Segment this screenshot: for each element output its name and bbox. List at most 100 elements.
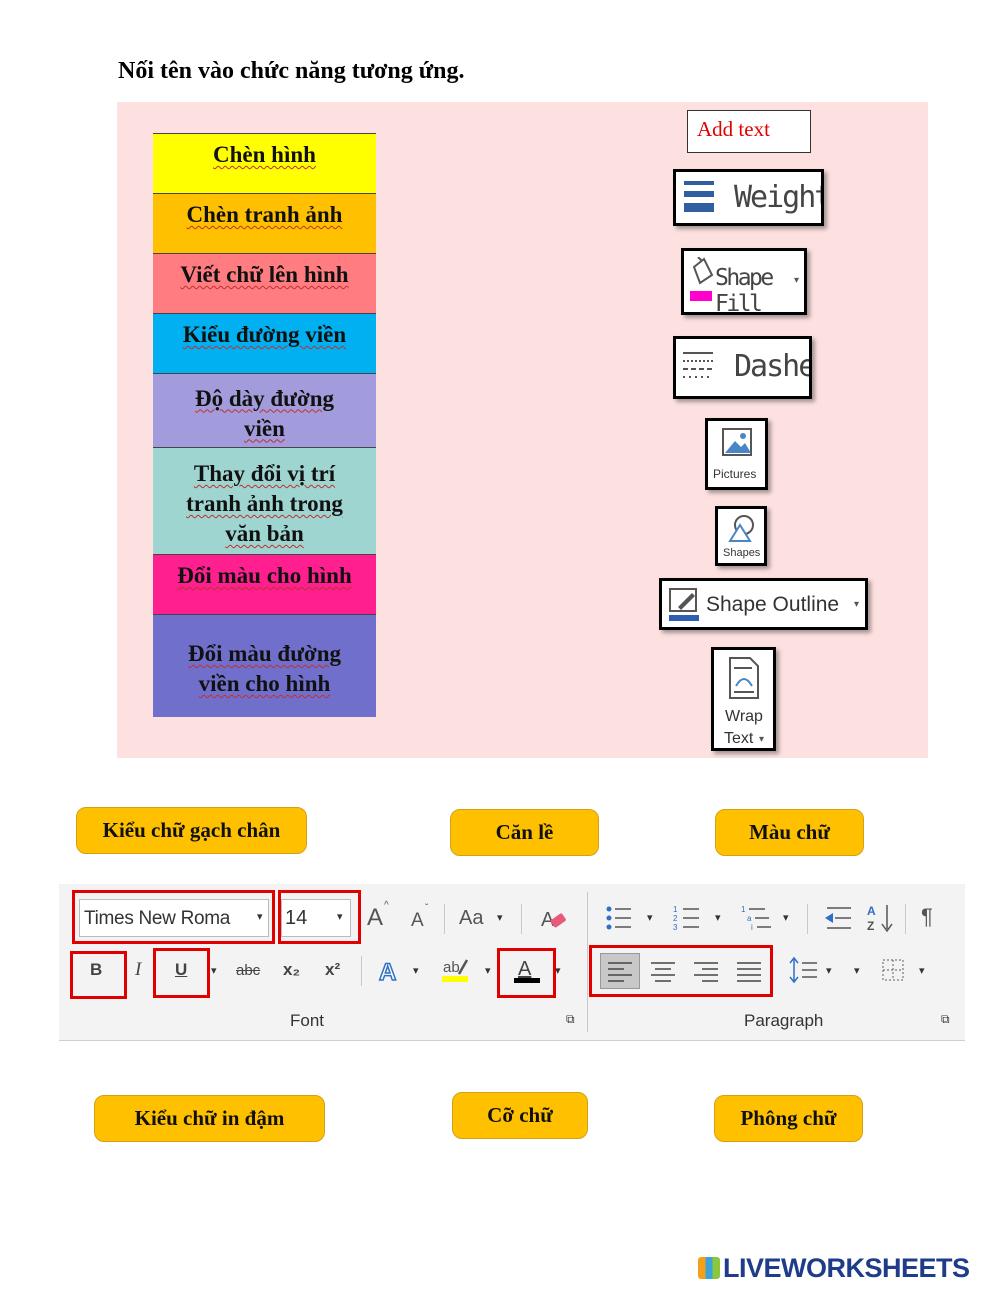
paragraph-group-label: Paragraph	[744, 1011, 824, 1030]
chevron-down-icon[interactable]: ▾	[854, 965, 860, 977]
svg-text:1: 1	[741, 905, 746, 914]
label-font-face[interactable]: Phông chữ	[714, 1095, 863, 1142]
font-group-label: Font	[290, 1011, 325, 1030]
separator	[444, 904, 445, 934]
chevron-down-icon[interactable]: ▾	[257, 911, 263, 923]
superscript-icon[interactable]: x²	[325, 960, 341, 979]
paint-bucket-icon	[690, 257, 714, 301]
wrap-label: Wrap	[725, 708, 763, 725]
bullets-icon[interactable]	[605, 904, 637, 934]
function-name-text: Chèn hình	[213, 142, 316, 167]
liveworksheets-logo: LIVEWORKSHEETS	[698, 1253, 970, 1284]
function-name-text: Độ dày đường	[194, 385, 335, 411]
function-name-item[interactable]: Đổi màu cho hình	[153, 554, 376, 614]
highlight-bold	[70, 951, 127, 999]
function-name-text: Kiểu đường viền	[182, 322, 347, 347]
caret-up-icon: ^	[384, 900, 389, 911]
label-font-size[interactable]: Cỡ chữ	[452, 1092, 588, 1139]
highlight-underline	[153, 948, 210, 998]
pen-outline-icon	[669, 588, 699, 621]
align-left-button[interactable]	[600, 953, 640, 989]
shape-fill-tool[interactable]: Shape Fill ▾	[681, 248, 807, 315]
dropdown-arrow-icon: ▾	[794, 275, 800, 286]
dialog-launcher-icon[interactable]: ⧉	[566, 1012, 575, 1026]
chevron-down-icon[interactable]: ▾	[497, 912, 503, 924]
chevron-down-icon[interactable]: ▾	[413, 965, 419, 977]
text-effects-icon[interactable]: A	[377, 956, 407, 986]
font-name-combo[interactable]	[79, 899, 269, 937]
chevron-down-icon[interactable]: ▾	[919, 965, 925, 977]
borders-icon[interactable]	[881, 958, 907, 984]
align-left-icon	[608, 962, 632, 982]
weight-label: Weight	[734, 180, 824, 215]
chevron-down-icon[interactable]: ▾	[337, 911, 343, 923]
grow-font-icon[interactable]: A	[367, 904, 384, 931]
caret-down-icon: ˇ	[425, 903, 429, 914]
pictures-tool[interactable]: Pictures	[705, 418, 768, 490]
underline-icon[interactable]: U	[175, 960, 188, 979]
svg-text:3: 3	[673, 923, 678, 932]
text-label: Text	[724, 730, 754, 747]
add-text-box[interactable]: Add text	[687, 110, 811, 153]
function-name-item[interactable]: Thay đổi vị trí tranh ảnh trong văn bản	[153, 447, 376, 554]
chevron-down-icon[interactable]: ▾	[647, 912, 653, 924]
subscript-icon[interactable]: x₂	[283, 960, 301, 979]
label-bold[interactable]: Kiểu chữ in đậm	[94, 1095, 325, 1142]
function-name-item[interactable]: Chèn hình	[153, 133, 376, 193]
weight-tool[interactable]: Weight	[673, 169, 824, 226]
font-color-icon[interactable]: A	[512, 954, 544, 986]
align-right-icon[interactable]	[693, 960, 719, 982]
decrease-indent-icon[interactable]	[823, 904, 855, 934]
justify-icon[interactable]	[736, 960, 762, 982]
shrink-font-icon[interactable]: A	[411, 910, 424, 931]
function-name-item[interactable]: Kiểu đường viền	[153, 313, 376, 373]
function-name-item[interactable]: Đổi màu đường viền cho hình	[153, 614, 376, 717]
dashes-icon	[683, 352, 713, 378]
label-font-color[interactable]: Màu chữ	[715, 809, 864, 856]
font-name-value: Times New Roma	[84, 908, 231, 929]
logo-text: LIVEWORKSHEETS	[723, 1253, 970, 1283]
sort-icon[interactable]: A Z	[865, 902, 897, 934]
strikethrough-icon[interactable]: abc	[236, 962, 261, 979]
svg-text:Z: Z	[867, 919, 874, 933]
chevron-down-icon[interactable]: ▾	[485, 965, 491, 977]
highlight-alignment	[589, 945, 773, 997]
shapes-tool[interactable]: Shapes	[715, 506, 767, 566]
svg-text:ab: ab	[443, 959, 460, 976]
clear-formatting-icon[interactable]: A	[539, 904, 569, 934]
separator	[905, 904, 906, 934]
function-name-item[interactable]: Độ dày đường viền	[153, 373, 376, 447]
dialog-launcher-icon[interactable]: ⧉	[941, 1012, 950, 1026]
font-size-combo[interactable]	[281, 899, 351, 937]
chevron-down-icon[interactable]: ▾	[783, 912, 789, 924]
label-underline[interactable]: Kiểu chữ gạch chân	[76, 807, 307, 854]
wrap-text-tool[interactable]: Wrap Text ▾	[711, 647, 776, 751]
chevron-down-icon[interactable]: ▾	[826, 965, 832, 977]
highlight-font-color	[497, 948, 556, 998]
svg-text:i: i	[751, 923, 753, 932]
highlight-font-size	[278, 890, 361, 944]
show-formatting-icon[interactable]: ¶	[921, 904, 933, 929]
dashes-tool[interactable]: Dashes	[673, 336, 812, 399]
shape-outline-tool[interactable]: Shape Outline ▾	[659, 578, 868, 630]
function-name-text: Đổi màu đường	[187, 641, 342, 666]
dropdown-arrow-icon: ▾	[759, 734, 765, 745]
line-spacing-icon[interactable]	[789, 956, 819, 986]
italic-icon[interactable]: I	[135, 959, 142, 980]
chevron-down-icon[interactable]: ▾	[715, 912, 721, 924]
separator	[807, 904, 808, 934]
function-name-item[interactable]: Chèn tranh ảnh	[153, 193, 376, 253]
numbering-icon[interactable]: 1 2 3	[673, 904, 705, 934]
align-center-icon[interactable]	[650, 960, 676, 982]
multilevel-list-icon[interactable]: 1 a i	[741, 904, 775, 934]
function-name-item[interactable]: Viết chữ lên hình	[153, 253, 376, 313]
chevron-down-icon[interactable]: ▾	[211, 965, 217, 977]
bold-icon[interactable]: B	[90, 960, 103, 979]
highlight-color-icon[interactable]: ab	[441, 954, 471, 986]
change-case-icon[interactable]: Aa	[459, 907, 484, 929]
pictures-label: Pictures	[713, 467, 757, 481]
svg-text:a: a	[747, 914, 752, 923]
label-align[interactable]: Căn lề	[450, 809, 599, 856]
chevron-down-icon[interactable]: ▾	[555, 965, 561, 977]
highlight-font-name	[72, 890, 275, 944]
